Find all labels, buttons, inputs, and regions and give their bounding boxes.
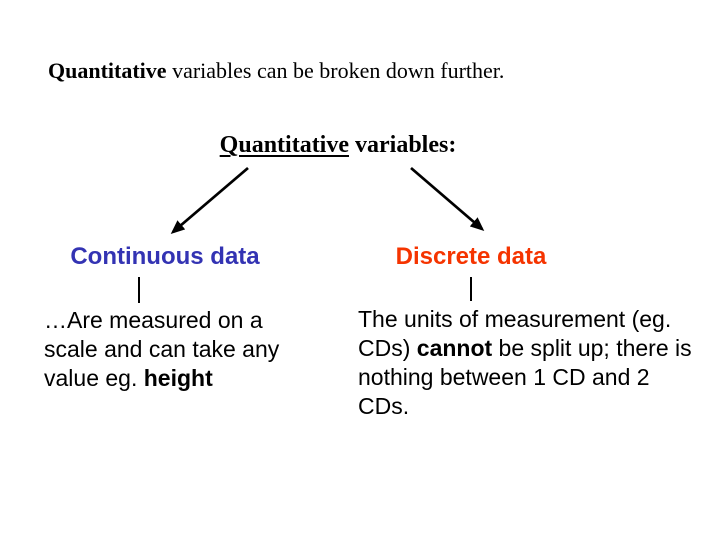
continuous-connector-line [138,277,140,303]
branch-arrows [170,166,485,234]
intro-text-bold: Quantitative [48,58,167,83]
continuous-data-description: …Are measured on a scale and can take an… [44,306,284,393]
continuous-description-bold: height [143,365,213,391]
intro-text: Quantitative variables can be broken dow… [48,57,504,85]
heading-underlined-word: Quantitative [219,132,349,158]
discrete-description-text-post: be split up; there is nothing between 1 … [358,335,692,419]
discrete-data-description: The units of measurement (eg. CDs) canno… [358,305,706,421]
discrete-description-text: The units of measurement (eg. CDs) [358,306,672,361]
left-branch-arrow-icon [170,166,249,234]
continuous-data-title: Continuous data [70,243,260,270]
discrete-connector-line [470,277,472,301]
heading: Quantitative variables: [0,130,676,160]
discrete-data-title: Discrete data [395,243,547,270]
continuous-description-text: …Are measured on a scale and can take an… [44,307,280,391]
right-branch-arrow-icon [410,166,485,231]
intro-text-rest: variables can be broken down further. [166,58,505,83]
heading-rest: variables: [349,132,457,158]
discrete-description-bold: cannot [416,335,493,361]
